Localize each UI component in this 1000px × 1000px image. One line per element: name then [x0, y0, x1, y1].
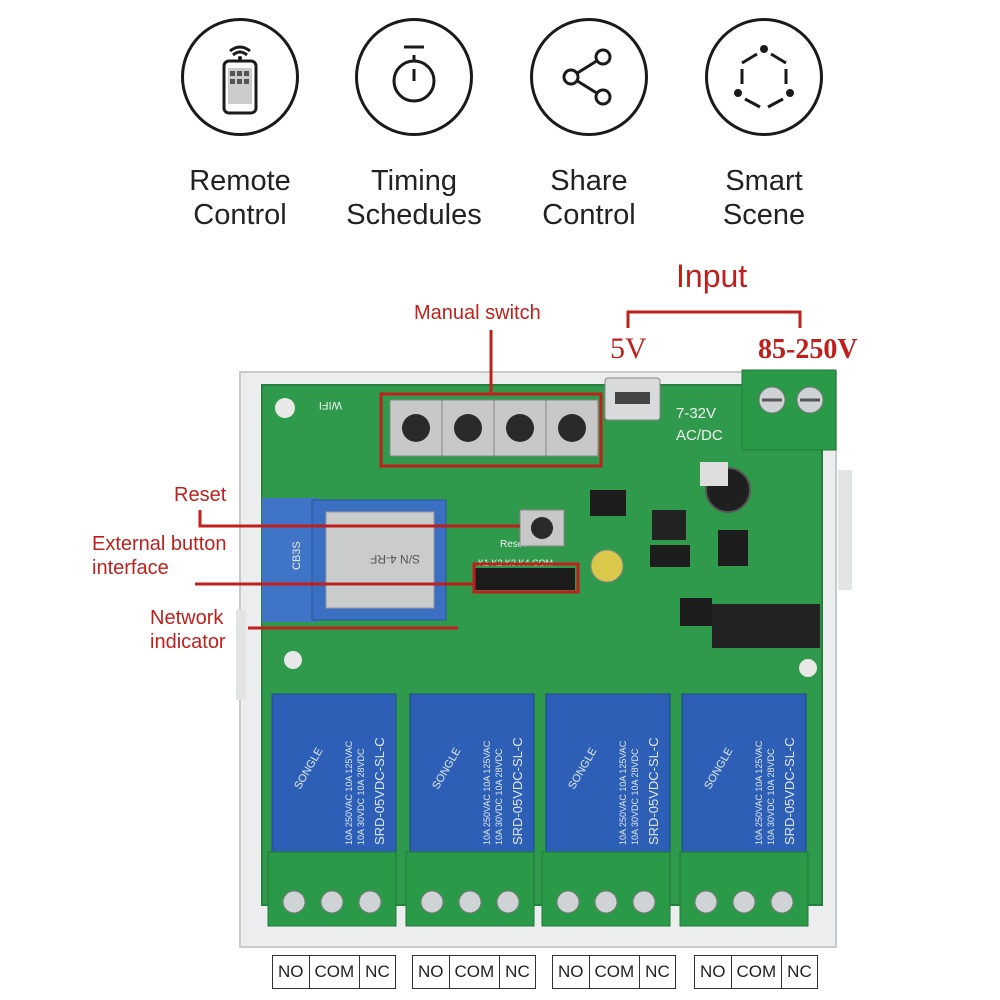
- relay-rating: 10A 30VDC 10A 28VDC: [630, 748, 640, 845]
- relay-rating: 10A 250VAC 10A 125VAC: [482, 740, 492, 845]
- terminal-labels-2: NO COM NC: [412, 955, 536, 989]
- scene-circle: [705, 18, 823, 136]
- manual-switch-label: Manual switch: [414, 302, 541, 324]
- silk-reset: Reset: [500, 539, 526, 550]
- network-indicator-label: Network indicator: [150, 607, 226, 653]
- relays: [271, 693, 807, 855]
- relay-rating: 10A 250VAC 10A 125VAC: [754, 740, 764, 845]
- terminal-labels-1: NO COM NC: [272, 955, 396, 989]
- relay-rating: 10A 250VAC 10A 125VAC: [618, 740, 628, 845]
- terminal-labels-3: NO COM NC: [552, 955, 676, 989]
- input-title: Input: [676, 258, 748, 294]
- feature-remote-control: Remote Control: [160, 18, 320, 232]
- feature-smart-scene: Smart Scene: [684, 18, 844, 232]
- relay-rating: 10A 30VDC 10A 28VDC: [766, 748, 776, 845]
- module-text: S/N 4-RF: [370, 552, 420, 566]
- relay-model: SRD-05VDC-SL-C: [510, 737, 525, 845]
- feature-label: Smart Scene: [722, 165, 806, 231]
- reset-label: Reset: [174, 484, 227, 506]
- terminal-com: COM: [590, 956, 641, 988]
- terminal-nc: NC: [787, 962, 812, 981]
- silk-wifi: WIFI: [319, 399, 342, 411]
- relay-rating: 10A 30VDC 10A 28VDC: [356, 748, 366, 845]
- feature-label: Share Control: [542, 165, 636, 231]
- share-circle: [530, 18, 648, 136]
- relay-rating: 10A 250VAC 10A 125VAC: [344, 740, 354, 845]
- output-terminal-blocks: [267, 851, 809, 927]
- feature-label: Timing Schedules: [346, 165, 482, 231]
- manual-switch-buttons: [389, 399, 599, 457]
- timing-circle: [355, 18, 473, 136]
- silk-voltage: 7-32V: [676, 405, 716, 422]
- relay-model: SRD-05VDC-SL-C: [372, 737, 387, 845]
- input-5v: 5V: [610, 332, 647, 365]
- remote-control-circle: [181, 18, 299, 136]
- terminal-nc: NC: [505, 962, 530, 981]
- relay-model: SRD-05VDC-SL-C: [646, 737, 661, 845]
- input-85-250v: 85-250V: [758, 334, 858, 365]
- terminal-com: COM: [310, 956, 361, 988]
- feature-timing-schedules: Timing Schedules: [334, 18, 494, 232]
- terminal-labels-4: NO COM NC: [694, 955, 818, 989]
- share-icon: [562, 48, 612, 106]
- external-button-label: External button interface: [92, 533, 227, 579]
- relay-model: SRD-05VDC-SL-C: [782, 737, 797, 845]
- terminal-no: NO: [273, 956, 310, 988]
- relay-rating: 10A 30VDC 10A 28VDC: [494, 748, 504, 845]
- module-model: CB3S: [291, 541, 303, 570]
- terminal-com: COM: [450, 956, 501, 988]
- smartphone-wifi-icon: [222, 45, 258, 115]
- feature-label: Remote Control: [189, 165, 291, 231]
- feature-share-control: Share Control: [509, 18, 669, 232]
- terminal-nc: NC: [365, 962, 390, 981]
- terminal-no: NO: [553, 956, 590, 988]
- stopwatch-icon: [392, 45, 436, 103]
- smart-scene-icon: [734, 45, 794, 109]
- terminal-no: NO: [413, 956, 450, 988]
- silk-acdc: AC/DC: [676, 427, 723, 444]
- terminal-nc: NC: [645, 962, 670, 981]
- terminal-no: NO: [695, 956, 732, 988]
- terminal-com: COM: [732, 956, 783, 988]
